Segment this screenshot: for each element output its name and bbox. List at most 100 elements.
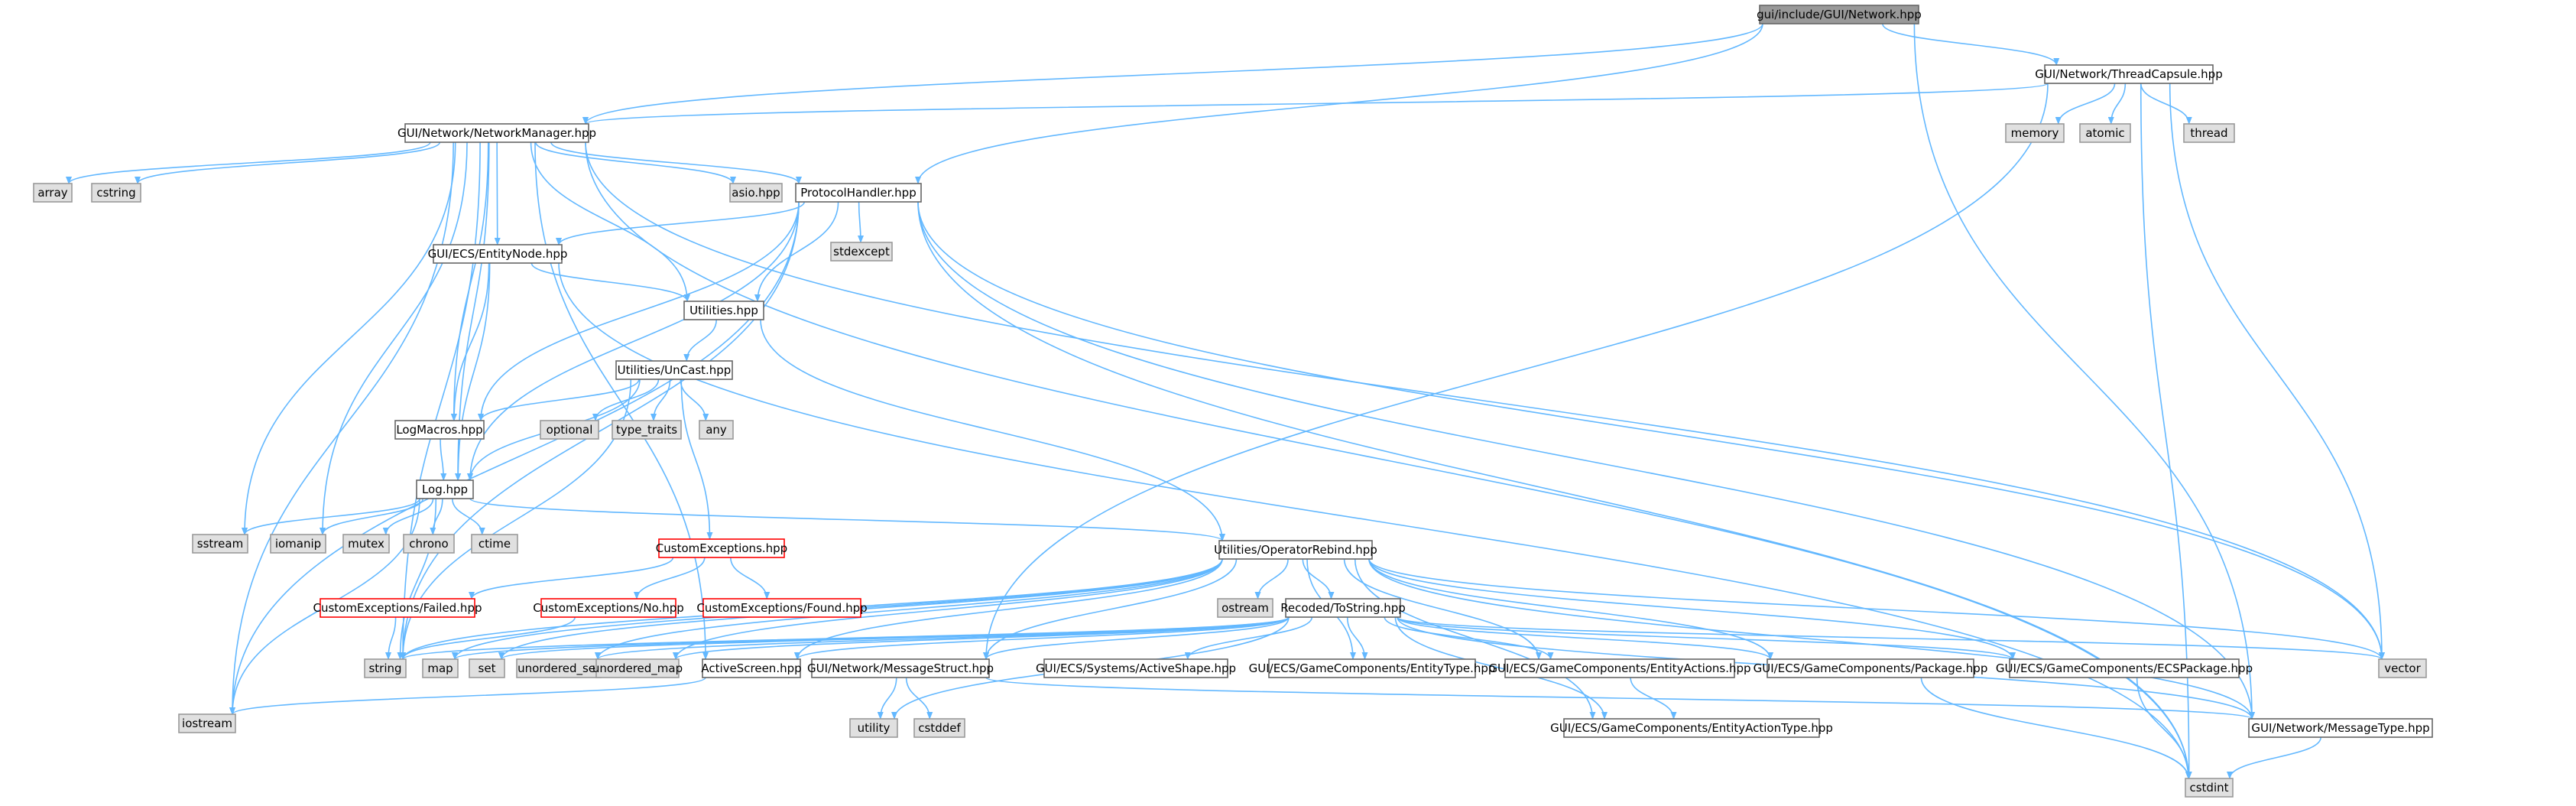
node-box — [1759, 5, 1919, 24]
node-logmacros[interactable]: LogMacros.hpp — [394, 420, 485, 440]
edge-failed-to-string — [385, 616, 397, 660]
node-string: string — [364, 658, 407, 678]
node-package[interactable]: GUI/ECS/GameComponents/Package.hpp — [1754, 658, 1988, 678]
node-network[interactable]: gui/include/GUI/Network.hpp — [1757, 5, 1922, 24]
edge-opreb-to-msgstruct — [983, 558, 1238, 660]
node-netmgr[interactable]: GUI/Network/NetworkManager.hpp — [397, 123, 596, 143]
node-box — [595, 658, 680, 678]
node-cstdint: cstdint — [2185, 778, 2234, 798]
node-label: utility — [858, 721, 891, 735]
node-label: GUI/ECS/Systems/ActiveShape.hpp — [1036, 661, 1236, 675]
node-opreb[interactable]: Utilities/OperatorRebind.hpp — [1214, 540, 1377, 560]
edge-tostring-to-vector — [1397, 616, 2385, 660]
edge-log-to-sstream — [242, 498, 420, 535]
node-msgstruct[interactable]: GUI/Network/MessageStruct.hpp — [807, 658, 994, 678]
edge-activescreen-to-iostream — [229, 677, 706, 715]
edge-network-to-threadcapsule — [1882, 23, 2060, 66]
node-customexc[interactable]: CustomExceptions.hpp — [656, 538, 787, 558]
node-box — [422, 658, 459, 678]
edge-protocol-to-utilities — [754, 201, 839, 302]
node-memory: memory — [2005, 123, 2065, 143]
node-tostring[interactable]: Recoded/ToString.hpp — [1280, 598, 1406, 618]
node-box — [811, 658, 990, 678]
node-array: array — [33, 183, 73, 203]
node-ecspackage[interactable]: GUI/ECS/GameComponents/ECSPackage.hpp — [1996, 658, 2253, 678]
node-no[interactable]: CustomExceptions/No.hpp — [533, 598, 684, 618]
node-entityactiontype[interactable]: GUI/ECS/GameComponents/EntityActionType.… — [1550, 718, 1833, 738]
node-box — [469, 658, 505, 678]
nodes-layer: gui/include/GUI/Network.hppGUI/Network/T… — [33, 5, 2433, 798]
edge-customexc-to-failed — [469, 557, 674, 600]
edges-layer — [66, 23, 2385, 779]
node-entitynode[interactable]: GUI/ECS/EntityNode.hpp — [428, 244, 568, 264]
edge-threadcapsule-to-vector — [2169, 83, 2385, 660]
node-utilities[interactable]: Utilities.hpp — [683, 301, 764, 320]
node-entityactions[interactable]: GUI/ECS/GameComponents/EntityActions.hpp — [1488, 658, 1751, 678]
node-label: optional — [547, 423, 593, 437]
edge-uncast-to-any — [680, 379, 709, 421]
edge-threadcapsule-to-cstdint — [2140, 83, 2192, 779]
edge-entityactions-to-entityactiontype — [1630, 677, 1677, 720]
node-log[interactable]: Log.hpp — [416, 479, 474, 499]
node-found[interactable]: CustomExceptions/Found.hpp — [696, 598, 868, 618]
node-activeshape[interactable]: GUI/ECS/Systems/ActiveShape.hpp — [1036, 658, 1236, 678]
edge-netmgr-to-array — [66, 141, 431, 184]
node-label: GUI/ECS/GameComponents/ECSPackage.hpp — [1996, 661, 2253, 675]
node-map: map — [422, 658, 459, 678]
node-activescreen[interactable]: ActiveScreen.hpp — [701, 658, 802, 678]
edge-opreb-to-unordered_set — [595, 558, 1223, 660]
edge-protocol-to-msgtype — [917, 201, 2255, 720]
edge-entitynode-to-log — [455, 262, 491, 481]
node-label: ActiveScreen.hpp — [701, 661, 801, 675]
edge-netmgr-to-string — [400, 141, 481, 660]
edge-msgtype-to-cstdint — [2227, 736, 2321, 779]
node-label: chrono — [409, 537, 448, 551]
edge-protocol-to-log — [467, 201, 800, 481]
node-mutex: mutex — [342, 534, 390, 554]
node-threadcapsule[interactable]: GUI/Network/ThreadCapsule.hpp — [2035, 64, 2223, 84]
node-box — [2009, 658, 2240, 678]
node-uncast[interactable]: Utilities/UnCast.hpp — [615, 360, 733, 380]
edge-package-to-cstdint — [1920, 677, 2192, 779]
edge-network-to-netmgr — [582, 23, 1763, 125]
edge-netmgr-to-vector — [585, 141, 2385, 660]
node-label: set — [479, 661, 496, 675]
edge-opreb-to-vector — [1368, 558, 2385, 660]
node-label: thread — [2190, 126, 2227, 140]
node-label: array — [37, 186, 67, 200]
node-ctime: ctime — [471, 534, 518, 554]
edge-uncast-to-optional — [592, 379, 660, 421]
edge-log-to-string — [397, 498, 437, 660]
node-box — [729, 183, 783, 203]
node-box — [342, 534, 390, 554]
node-label: GUI/ECS/EntityNode.hpp — [428, 247, 568, 261]
node-box — [702, 658, 801, 678]
node-label: CustomExceptions/No.hpp — [533, 601, 684, 615]
node-box — [2248, 718, 2433, 738]
node-label: Recoded/ToString.hpp — [1280, 601, 1406, 615]
node-label: cstdint — [2189, 781, 2228, 795]
node-label: mutex — [348, 537, 384, 551]
node-label: ctime — [479, 537, 511, 551]
edge-threadcapsule-to-atomic — [2107, 83, 2127, 125]
node-box — [1285, 598, 1401, 618]
node-box — [2378, 658, 2427, 678]
node-box — [33, 183, 73, 203]
node-protocol[interactable]: ProtocolHandler.hpp — [795, 183, 922, 203]
node-msgtype[interactable]: GUI/Network/MessageType.hpp — [2248, 718, 2433, 738]
edge-uncast-to-type_traits — [650, 379, 671, 421]
node-entitytype[interactable]: GUI/ECS/GameComponents/EntityType.hpp — [1249, 658, 1496, 678]
edge-protocol-to-cstdint — [917, 201, 2192, 779]
node-label: cstring — [96, 186, 135, 200]
node-failed[interactable]: CustomExceptions/Failed.hpp — [313, 598, 482, 618]
edge-log-to-iomanip — [320, 498, 423, 535]
node-label: CustomExceptions.hpp — [656, 541, 787, 555]
edge-no-to-string — [400, 616, 576, 660]
node-label: unordered_set — [517, 661, 600, 676]
edge-opreb-to-tostring — [1302, 558, 1335, 600]
edge-msgstruct-to-utility — [877, 677, 897, 720]
node-box — [416, 479, 474, 499]
node-label: any — [706, 423, 727, 437]
node-optional: optional — [540, 420, 599, 440]
edge-netmgr-to-activescreen — [534, 141, 709, 660]
